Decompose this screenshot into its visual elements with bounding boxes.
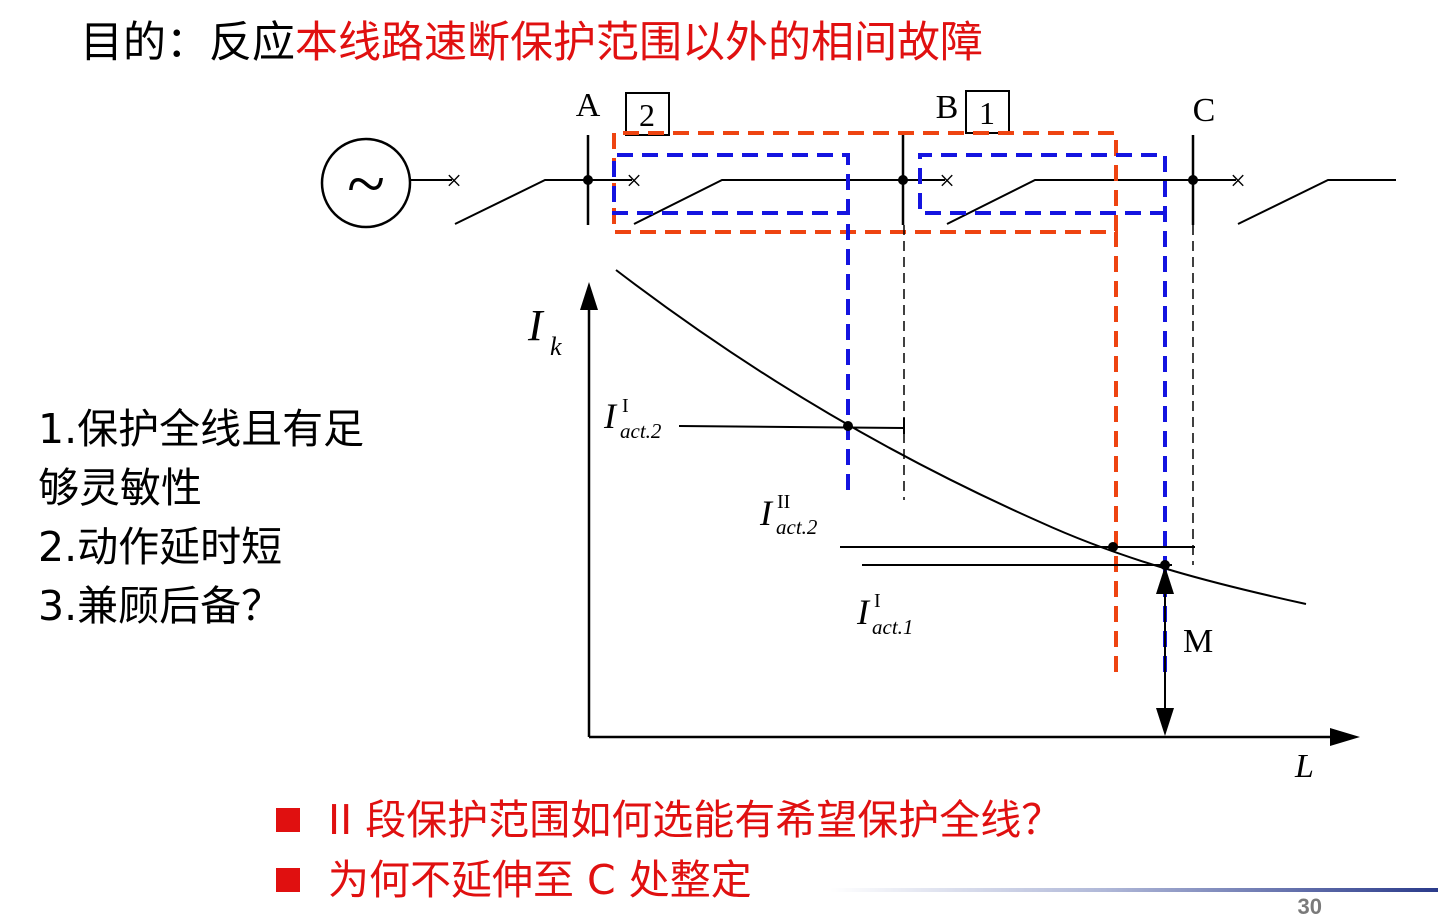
label-act1-i-sub: act.1 — [872, 615, 913, 639]
slide-title: 目的：反应本线路速断保护范围以外的相间故障 — [80, 12, 983, 74]
range-stage-i-relay-1 — [918, 153, 1167, 672]
x-axis-arrow-icon — [1330, 728, 1360, 746]
requirement-item: 够灵敏性 — [38, 464, 202, 512]
bus-label-a: A — [576, 87, 601, 124]
square-bullet-icon — [276, 868, 300, 892]
line-segment-bc — [946, 179, 1193, 225]
relay-label-2: 2 — [639, 97, 655, 133]
label-act1-i-sup: I — [874, 590, 881, 612]
breaker-c-icon: × — [1230, 166, 1246, 197]
intersection-act2-ii — [1108, 542, 1118, 552]
label-act1-i-main: I — [856, 592, 871, 632]
question-item: 为何不延伸至 C 处整定 — [276, 850, 1062, 910]
question-item: II 段保护范围如何选能有希望保护全线？ — [276, 790, 1062, 850]
requirements-list: 1.保护全线且有足 够灵敏性 2.动作延时短 3.兼顾后备？ — [38, 400, 364, 636]
point-m-label: M — [1183, 623, 1213, 660]
range-stage-ii-relay-2 — [612, 131, 1118, 672]
range-stage-i-relay-2 — [612, 153, 850, 490]
question-text: II 段保护范围如何选能有希望保护全线？ — [328, 796, 1063, 844]
footer-rule — [830, 888, 1438, 892]
intersection-act1-i — [1160, 560, 1170, 570]
breaker-b-icon: × — [939, 166, 955, 197]
source-breaker-icon: × — [446, 166, 462, 197]
generator-icon — [320, 137, 412, 229]
node-a — [583, 175, 593, 185]
question-text: 为何不延伸至 C 处整定 — [328, 856, 752, 904]
y-axis-label-sub: k — [550, 332, 562, 361]
page-number: 30 — [1297, 894, 1322, 918]
line-segment-beyond-c — [1237, 179, 1396, 225]
requirement-item: 3.兼顾后备？ — [38, 582, 283, 630]
bus-label-c: C — [1193, 92, 1216, 129]
label-act2-ii-main: I — [759, 493, 774, 533]
requirement-item: 1.保护全线且有足 — [38, 405, 365, 453]
x-axis-label: L — [1294, 748, 1314, 785]
title-prefix: 目的：反应 — [80, 18, 295, 68]
label-act2-ii-sub: act.2 — [776, 515, 818, 539]
label-act2-ii: I II act.2 — [759, 491, 818, 539]
label-act2-i: I I act.2 — [603, 395, 662, 443]
m-arrow-down-icon — [1156, 708, 1174, 736]
y-axis-label: I — [527, 301, 545, 350]
square-bullet-icon — [276, 808, 300, 832]
intersection-act2-i — [843, 421, 853, 431]
fault-current-curve — [615, 269, 1307, 605]
breaker-a-icon: × — [626, 166, 642, 197]
title-highlight: 本线路速断保护范围以外的相间故障 — [295, 18, 983, 68]
relay-label-1: 1 — [979, 95, 995, 131]
node-b — [898, 175, 908, 185]
node-c — [1188, 175, 1198, 185]
label-act2-i-sup: I — [622, 395, 629, 417]
requirement-item: 2.动作延时短 — [38, 523, 283, 571]
line-segment-ab — [633, 179, 903, 225]
relay-box-2 — [625, 92, 670, 136]
label-act2-i-sub: act.2 — [620, 419, 662, 443]
question-list: II 段保护范围如何选能有希望保护全线？ 为何不延伸至 C 处整定 — [276, 790, 1062, 910]
source-symbol: ~ — [347, 146, 385, 223]
y-axis-arrow-icon — [580, 282, 598, 310]
m-arrow-up-icon — [1156, 566, 1174, 594]
label-act2-ii-sup: II — [777, 491, 790, 513]
bus-label-b: B — [936, 89, 959, 126]
label-act2-i-main: I — [603, 396, 618, 436]
setting-line-act2-i — [678, 425, 905, 429]
label-act1-i: I I act.1 — [856, 590, 913, 639]
line-segment-source — [454, 179, 588, 225]
